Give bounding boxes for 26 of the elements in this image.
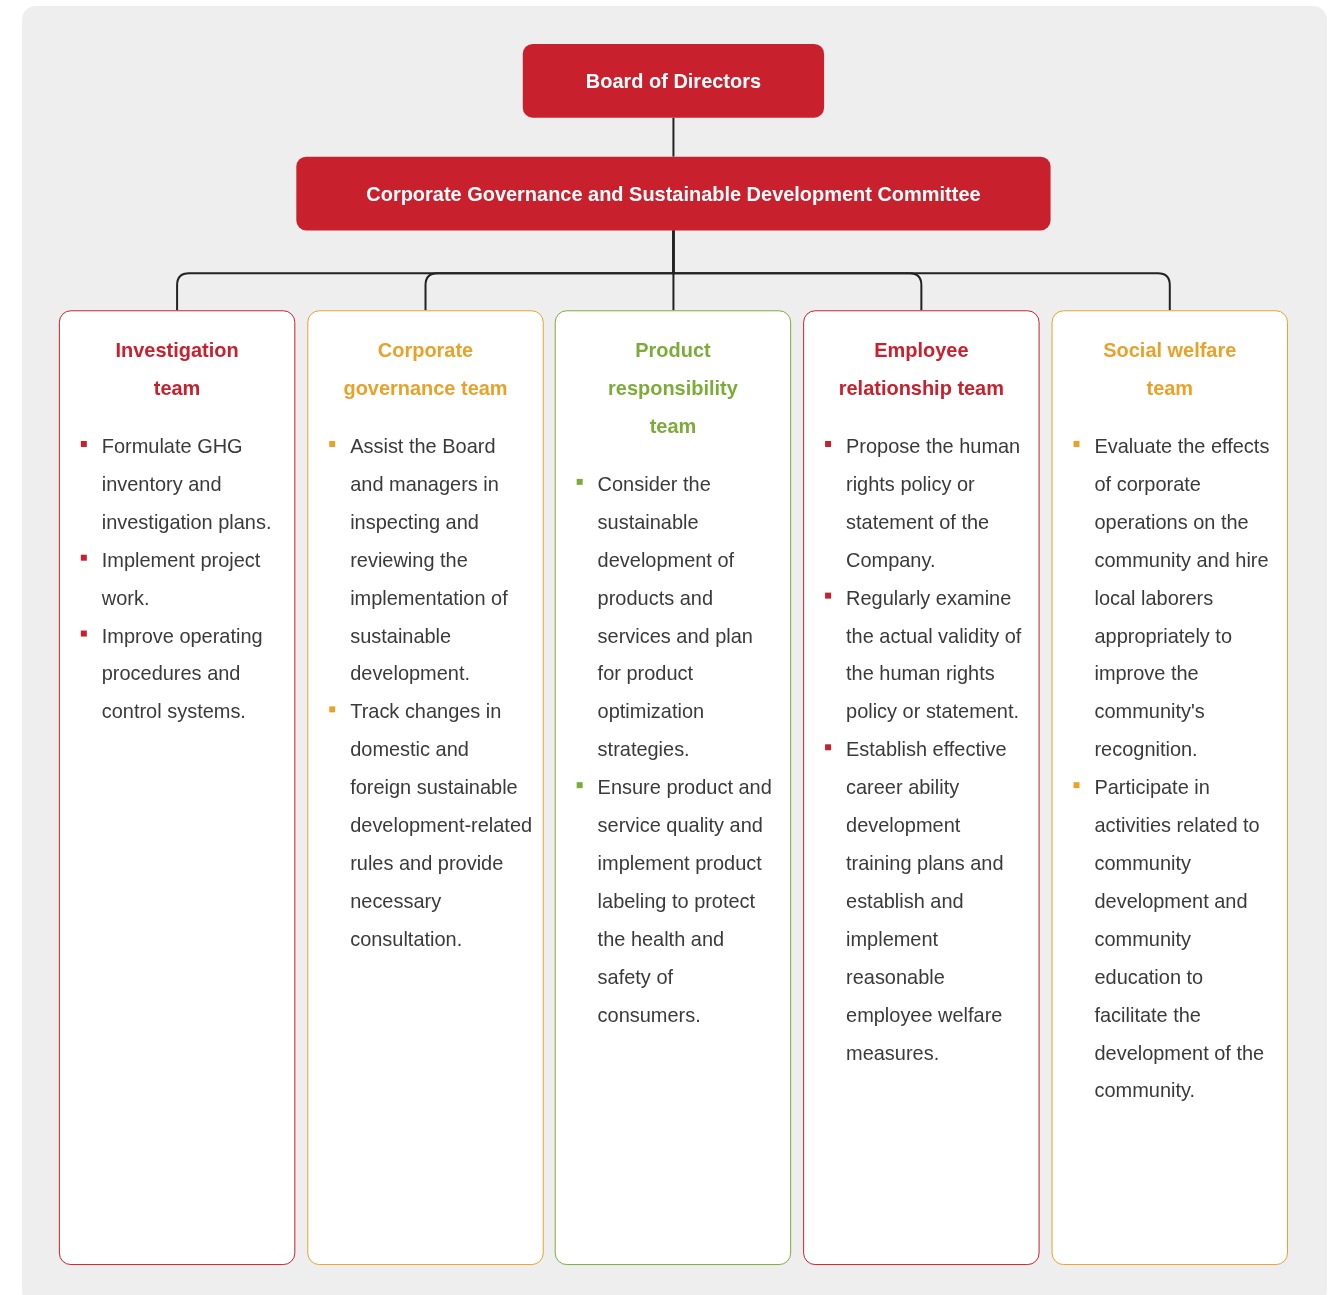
duty-text: Implement project work. <box>101 548 261 609</box>
connector-line <box>672 116 675 158</box>
team-heading: Social welfare team <box>1102 338 1238 402</box>
duty-text: Regularly examine the actual validity of the human rights policy or statement. <box>846 586 1022 723</box>
team-heading: Corporate governance team <box>342 338 509 402</box>
team-heading: Product responsibility team <box>607 338 739 439</box>
duty-text: Consider the sustainable development of products and services and plan for product optimization strategies. <box>597 472 753 761</box>
org-box: Corporate Governance and Sustainable Development Committee <box>296 156 1051 231</box>
team-heading: Employee relationship team <box>837 338 1005 402</box>
duty-text: Evaluate the effects of corporate operations on the community and hire local laborers appropriately to improve the community's recognition. <box>1094 435 1270 761</box>
team-card <box>1051 310 1288 1266</box>
org-box: Board of Directors <box>522 43 825 118</box>
connector-line <box>672 229 1171 312</box>
team-heading: Investigation team <box>114 338 240 402</box>
duty-text: Track changes in domestic and foreign sustainable development-related rules and provide necessary consultation. <box>350 700 533 950</box>
duty-text: Establish effective career ability development training plans and establish and implement reasonable employee welfare measures. <box>846 738 1007 1064</box>
duty-text: Improve operating procedures and control systems. <box>101 624 263 723</box>
duty-text: Propose the human rights policy or statement of the Company. <box>846 435 1021 571</box>
team-card <box>554 310 792 1266</box>
team-card <box>803 310 1040 1266</box>
team-card <box>307 310 544 1266</box>
duty-text: Formulate GHG inventory and investigation plans. <box>101 435 272 533</box>
team-card <box>58 310 296 1266</box>
duty-text: Participate in activities related to community development and community education to facilitate the development of the community. <box>1094 776 1265 1102</box>
duty-text: Ensure product and service quality and implement product labeling to protect the health and safety of consumers. <box>597 776 772 1026</box>
duty-text: Assist the Board and managers in inspecting and reviewing the implementation of sustainable development. <box>350 435 508 685</box>
